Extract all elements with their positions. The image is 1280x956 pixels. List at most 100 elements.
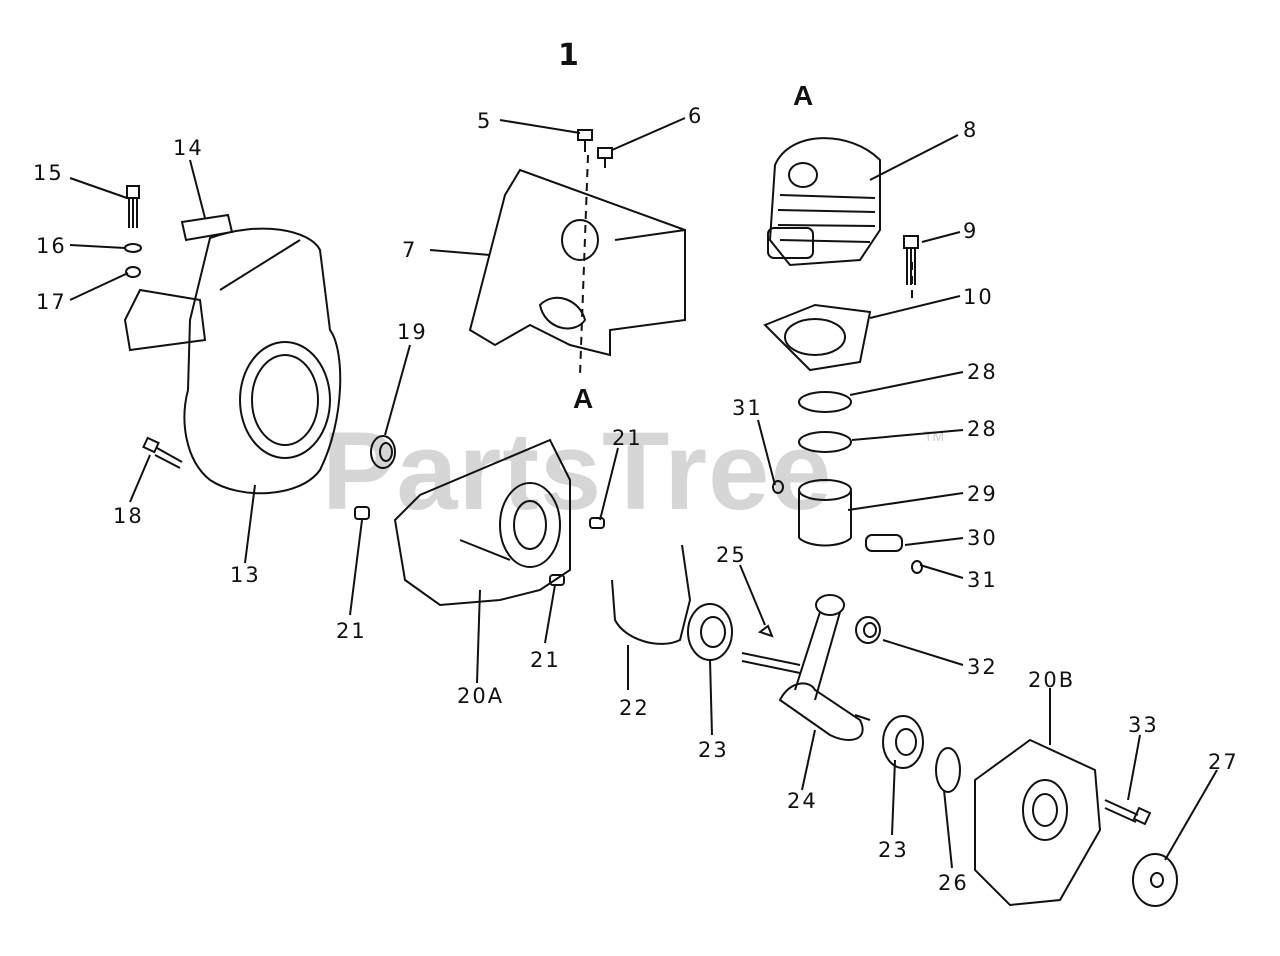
leader-5 bbox=[499, 119, 581, 134]
part-6-screw bbox=[597, 147, 613, 168]
callout-15: 15 bbox=[33, 161, 64, 185]
leader-10 bbox=[869, 295, 961, 319]
part-29-piston bbox=[798, 479, 852, 547]
section-marker-top: A bbox=[793, 80, 814, 111]
part-31-circlip-lower bbox=[911, 560, 923, 574]
leader-28-upper bbox=[849, 371, 964, 396]
leader-8 bbox=[869, 134, 959, 181]
part-18-screw bbox=[142, 436, 183, 469]
part-10-gasket bbox=[763, 303, 872, 372]
part-14-label bbox=[180, 213, 234, 242]
part-30-piston-pin bbox=[865, 534, 903, 552]
part-24-crankshaft bbox=[741, 594, 871, 741]
callout-14: 14 bbox=[173, 136, 204, 160]
part-27-spacer bbox=[1132, 853, 1178, 907]
leader-27 bbox=[1164, 769, 1218, 861]
leader-31-lower bbox=[919, 564, 964, 579]
leader-33 bbox=[1127, 734, 1141, 801]
callout-33: 33 bbox=[1128, 713, 1159, 737]
leader-25 bbox=[739, 564, 766, 626]
leader-18 bbox=[129, 454, 151, 503]
part-9-bolt bbox=[903, 235, 919, 285]
part-32-needle-bearing bbox=[855, 616, 881, 644]
leader-21-bottom bbox=[544, 584, 556, 644]
callout-9: 9 bbox=[963, 219, 979, 243]
part-21-dowel-left bbox=[354, 506, 370, 520]
leader-19 bbox=[384, 344, 411, 436]
leader-30 bbox=[904, 537, 964, 546]
callout-8: 8 bbox=[963, 118, 979, 142]
part-28-ring-upper bbox=[798, 391, 852, 413]
leader-16 bbox=[69, 244, 126, 249]
callout-21-left: 21 bbox=[336, 619, 367, 643]
part-23-bearing-left bbox=[687, 603, 733, 661]
part-22-gasket bbox=[611, 544, 692, 645]
part-15-bolt bbox=[126, 185, 140, 228]
callout-23-right: 23 bbox=[878, 838, 909, 862]
leader-13 bbox=[244, 484, 256, 564]
callout-31-lower: 31 bbox=[967, 568, 998, 592]
section-marker-bottom: A bbox=[573, 383, 594, 414]
callout-31-upper: 31 bbox=[732, 396, 763, 420]
part-31-circlip-upper bbox=[772, 480, 784, 494]
callout-20B: 20B bbox=[1028, 668, 1076, 692]
callout-21-bottom: 21 bbox=[530, 648, 561, 672]
leader-21-left bbox=[349, 519, 363, 616]
callout-28-lower: 28 bbox=[967, 417, 998, 441]
part-23-bearing-right bbox=[882, 715, 924, 769]
part-19-seal bbox=[370, 435, 396, 469]
leader-9 bbox=[921, 231, 961, 243]
leader-32 bbox=[882, 639, 964, 666]
callout-30: 30 bbox=[967, 526, 998, 550]
callout-25: 25 bbox=[716, 543, 747, 567]
leader-24 bbox=[801, 729, 816, 791]
leader-23-left bbox=[709, 659, 713, 736]
callout-5: 5 bbox=[477, 109, 493, 133]
part-25-key bbox=[757, 624, 774, 638]
part-20B-crankcase bbox=[974, 738, 1102, 907]
callout-20A: 20A bbox=[457, 684, 505, 708]
alignment-line-a bbox=[579, 154, 589, 376]
callout-10: 10 bbox=[963, 285, 994, 309]
callout-28-upper: 28 bbox=[967, 360, 998, 384]
leader-20A bbox=[476, 589, 481, 684]
leader-26 bbox=[943, 789, 953, 869]
part-8-cylinder bbox=[767, 137, 881, 267]
callout-13: 13 bbox=[230, 563, 261, 587]
callout-32: 32 bbox=[967, 655, 998, 679]
part-21-dowel-bottom bbox=[549, 574, 565, 586]
diagram-title: 1 bbox=[558, 38, 579, 73]
leader-6 bbox=[611, 117, 686, 151]
leader-7 bbox=[429, 249, 491, 256]
callout-16: 16 bbox=[36, 234, 67, 258]
part-20A-crankcase bbox=[393, 438, 571, 607]
leader-31-upper bbox=[757, 419, 776, 486]
callout-21-top: 21 bbox=[612, 426, 643, 450]
callout-22: 22 bbox=[619, 696, 650, 720]
watermark: PartsTree bbox=[322, 410, 833, 533]
leader-15 bbox=[69, 177, 128, 199]
callout-18: 18 bbox=[113, 504, 144, 528]
part-16-lockwasher bbox=[124, 243, 142, 253]
callout-19: 19 bbox=[397, 320, 428, 344]
leader-17 bbox=[69, 272, 129, 301]
part-28-ring-lower bbox=[798, 431, 852, 453]
callout-7: 7 bbox=[402, 238, 418, 262]
leader-21-top bbox=[599, 447, 619, 521]
part-7-shroud bbox=[468, 168, 686, 357]
part-13-fan-housing bbox=[123, 227, 342, 495]
callout-29: 29 bbox=[967, 482, 998, 506]
leader-29 bbox=[847, 492, 964, 511]
callout-6: 6 bbox=[688, 104, 704, 128]
leader-23-right bbox=[891, 759, 896, 836]
callout-23-left: 23 bbox=[698, 738, 729, 762]
part-17-washer bbox=[125, 266, 141, 278]
callout-27: 27 bbox=[1208, 750, 1239, 774]
callout-17: 17 bbox=[36, 290, 67, 314]
part-5-screw bbox=[577, 129, 593, 152]
callout-24: 24 bbox=[787, 789, 818, 813]
leader-14 bbox=[189, 159, 206, 219]
part-26-snap-ring bbox=[935, 747, 961, 793]
